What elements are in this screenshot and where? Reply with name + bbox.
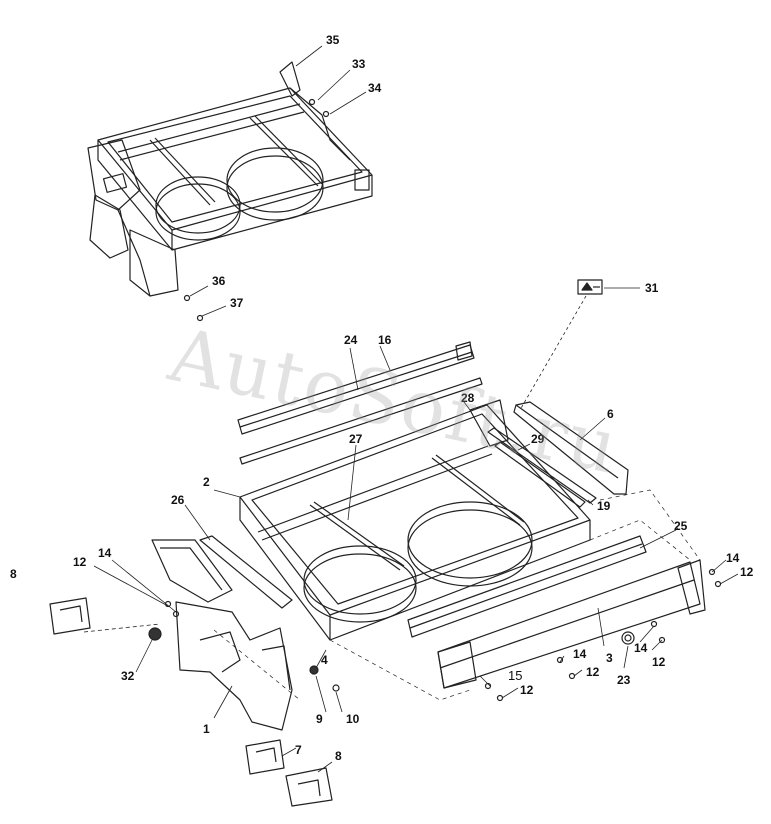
callout-14: 14 (726, 551, 740, 565)
callout-25: 25 (674, 519, 688, 533)
side-member-6 (513, 401, 629, 495)
callout-28: 28 (461, 391, 475, 405)
callout-2: 2 (203, 475, 210, 489)
callout-35: 35 (326, 33, 340, 47)
phantom-lines (213, 489, 701, 701)
leader-lines (83, 45, 739, 773)
callout-16: 16 (378, 333, 392, 347)
callout-26: 26 (171, 493, 185, 507)
upright-bracket-1 (175, 601, 293, 731)
callout-33: 33 (352, 57, 366, 71)
bracket-26 (151, 535, 293, 609)
callout-32: 32 (121, 669, 135, 683)
callout-14: 14 (98, 546, 112, 560)
upper-frame-assembly (87, 61, 373, 297)
callout-31: 31 (645, 281, 659, 295)
callout-12: 12 (73, 555, 87, 569)
callout-15: 15 (508, 668, 522, 683)
rail-3 (437, 559, 706, 689)
callout-7: 7 (295, 743, 302, 757)
callout-14: 14 (573, 647, 587, 661)
callout-1: 1 (203, 722, 210, 736)
callout-27: 27 (349, 432, 363, 446)
callout-12: 12 (586, 665, 600, 679)
callout-9: 9 (316, 712, 323, 726)
rail-19-29 (487, 427, 597, 508)
callout-23: 23 (617, 673, 631, 687)
plate-7 (245, 739, 285, 775)
callout-34: 34 (368, 81, 382, 95)
callout-6: 6 (607, 407, 614, 421)
callout-8: 8 (335, 749, 342, 763)
callout-3: 3 (606, 651, 613, 665)
callout-29: 29 (531, 432, 545, 446)
callout-14: 14 (634, 641, 648, 655)
bar-24 (237, 341, 475, 435)
callout-36: 36 (212, 274, 226, 288)
decal-31 (577, 279, 603, 295)
callout-12: 12 (740, 565, 754, 579)
rail-25 (407, 535, 647, 638)
callout-4: 4 (321, 653, 328, 667)
callout-8: 8 (10, 567, 17, 581)
strip-27 (239, 377, 483, 465)
callout-19: 19 (597, 499, 611, 513)
plate-8-left (49, 597, 91, 635)
callout-37: 37 (230, 296, 244, 310)
callout-24: 24 (344, 333, 358, 347)
plate-8-bottom (285, 767, 333, 807)
callout-12: 12 (652, 655, 666, 669)
callout-12: 12 (520, 683, 534, 697)
fasteners (148, 98, 722, 702)
callout-10: 10 (346, 712, 360, 726)
